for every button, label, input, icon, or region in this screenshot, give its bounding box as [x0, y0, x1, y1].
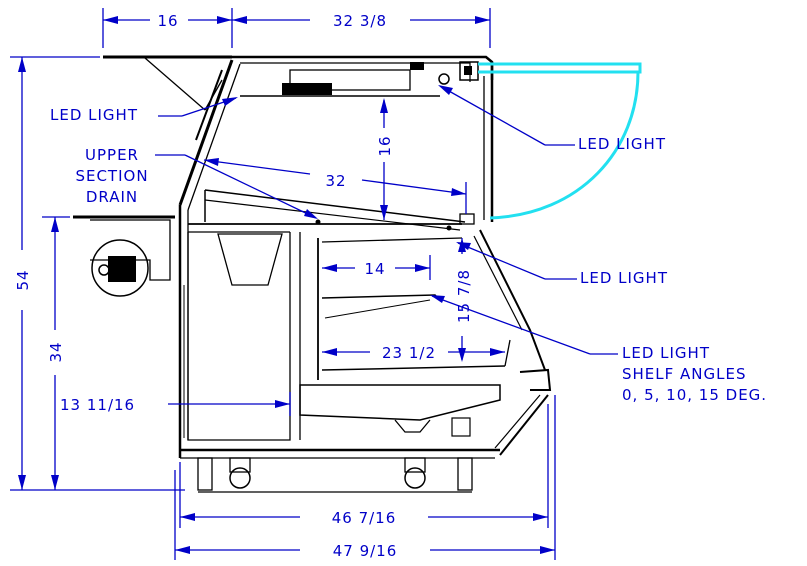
dimension-shelf-spacing: 15 7/8 — [455, 238, 473, 362]
dimension-label: 46 7/16 — [332, 509, 397, 527]
dimension-top-shelf-overhang: 16 — [102, 8, 233, 48]
dimension-label: 32 — [325, 172, 346, 190]
door-arc — [489, 71, 640, 220]
lower-shelf-3-lip — [504, 339, 511, 367]
front-bumper — [519, 368, 552, 391]
dimension-label: 16 — [157, 12, 178, 30]
dimension-overall-depth: 47 9/16 — [174, 395, 556, 560]
dimension-base-depth: 46 7/16 — [179, 404, 549, 528]
rear-top-shelf-brace — [144, 57, 206, 111]
front-swing-door — [478, 62, 642, 220]
leg-left — [197, 457, 213, 491]
canopy-fastener — [438, 73, 450, 85]
dimension-lower-shelf-depth-top: 14 — [322, 255, 431, 280]
dimension-label: 13 11/16 — [60, 396, 135, 414]
callout-label: LED LIGHT — [50, 106, 138, 124]
dimension-rear-section-depth: 13 11/16 — [60, 392, 291, 416]
rear-sloped-glass — [178, 59, 234, 206]
dimension-upper-opening-height: 16 — [376, 98, 394, 220]
callouts: LED LIGHT LED LIGHT UPPER SECTION DRAIN … — [50, 85, 767, 404]
callout-label-line-3: 0, 5, 10, 15 DEG. — [622, 386, 767, 404]
lower-shelf-2 — [321, 294, 441, 301]
dimension-upper-shelf-depth: 32 — [203, 158, 467, 214]
callout-label-line-2: SHELF ANGLES — [622, 365, 747, 383]
callout-upper-section-drain: UPPER SECTION DRAIN — [75, 146, 318, 219]
dimension-label: 15 7/8 — [455, 269, 473, 323]
dimension-label: 23 1/2 — [382, 344, 436, 362]
callout-led-light-left: LED LIGHT — [50, 97, 238, 124]
caster-mount-left — [229, 457, 251, 473]
callout-led-light-top-right: LED LIGHT — [438, 85, 666, 153]
lower-shelf-1 — [321, 237, 463, 243]
dimension-overall-height: 54 — [10, 56, 185, 491]
dimension-counter-height: 34 — [42, 216, 70, 490]
dimension-label: 32 3/8 — [333, 12, 387, 30]
callout-label: LED LIGHT — [578, 135, 666, 153]
rear-roll-core — [98, 264, 110, 276]
hinge-block-inner — [464, 66, 472, 75]
caster-wheel-right — [404, 467, 426, 489]
dimensions: 16 32 3/8 54 34 — [10, 8, 556, 560]
upper-deck — [204, 189, 466, 223]
rear-roll-hub — [108, 256, 136, 282]
canopy-light-fixture — [282, 83, 332, 95]
canopy-light-fixture-2 — [410, 62, 424, 70]
case-outline — [73, 55, 552, 493]
base-drain-block — [451, 417, 471, 437]
callout-label-line-2: SECTION — [75, 167, 148, 185]
leg-right — [457, 457, 473, 491]
lower-shelf-2-angle — [324, 299, 431, 319]
front-lower-glass — [479, 229, 546, 371]
front-lower-glass-inner — [473, 235, 523, 331]
rear-sloped-glass-frame — [195, 69, 223, 141]
drain-point-2 — [446, 225, 452, 231]
dimension-label: 54 — [14, 269, 32, 290]
callout-led-shelf-angles: LED LIGHT SHELF ANGLES 0, 5, 10, 15 DEG. — [430, 295, 767, 404]
base-pan — [394, 419, 431, 433]
callout-led-light-mid-right: LED LIGHT — [456, 242, 668, 287]
dimension-top-depth: 32 3/8 — [232, 8, 491, 48]
door-panel-top — [478, 62, 642, 74]
callout-label-line-1: UPPER — [85, 146, 139, 164]
dimension-label: 34 — [47, 341, 65, 362]
base-deck — [299, 384, 501, 421]
canopy-inner — [240, 62, 471, 82]
dimension-lower-shelf-depth: 23 1/2 — [322, 344, 505, 362]
lower-shelf-3 — [321, 365, 506, 371]
callout-label-line-3: DRAIN — [86, 188, 138, 206]
front-angle-inner — [494, 394, 541, 449]
rear-compartment — [187, 232, 291, 441]
canopy-top — [232, 55, 494, 80]
rear-sloped-glass-inner — [187, 63, 241, 211]
callout-label: LED LIGHT — [580, 269, 668, 287]
rear-roll-outer — [91, 239, 149, 297]
rear-shelf-bracket — [90, 219, 171, 281]
front-angle — [499, 394, 549, 456]
upper-deck-front-block — [459, 213, 475, 225]
dimension-label: 14 — [364, 260, 385, 278]
dimension-label: 47 9/16 — [333, 542, 398, 560]
callout-label-line-1: LED LIGHT — [622, 344, 710, 362]
storage-bin — [217, 233, 283, 286]
caster-wheel-left — [229, 467, 251, 489]
canopy-light-housing — [289, 69, 411, 91]
dimension-label: 16 — [376, 135, 394, 156]
upper-deck-lower — [204, 199, 461, 231]
caster-mount-right — [404, 457, 426, 473]
